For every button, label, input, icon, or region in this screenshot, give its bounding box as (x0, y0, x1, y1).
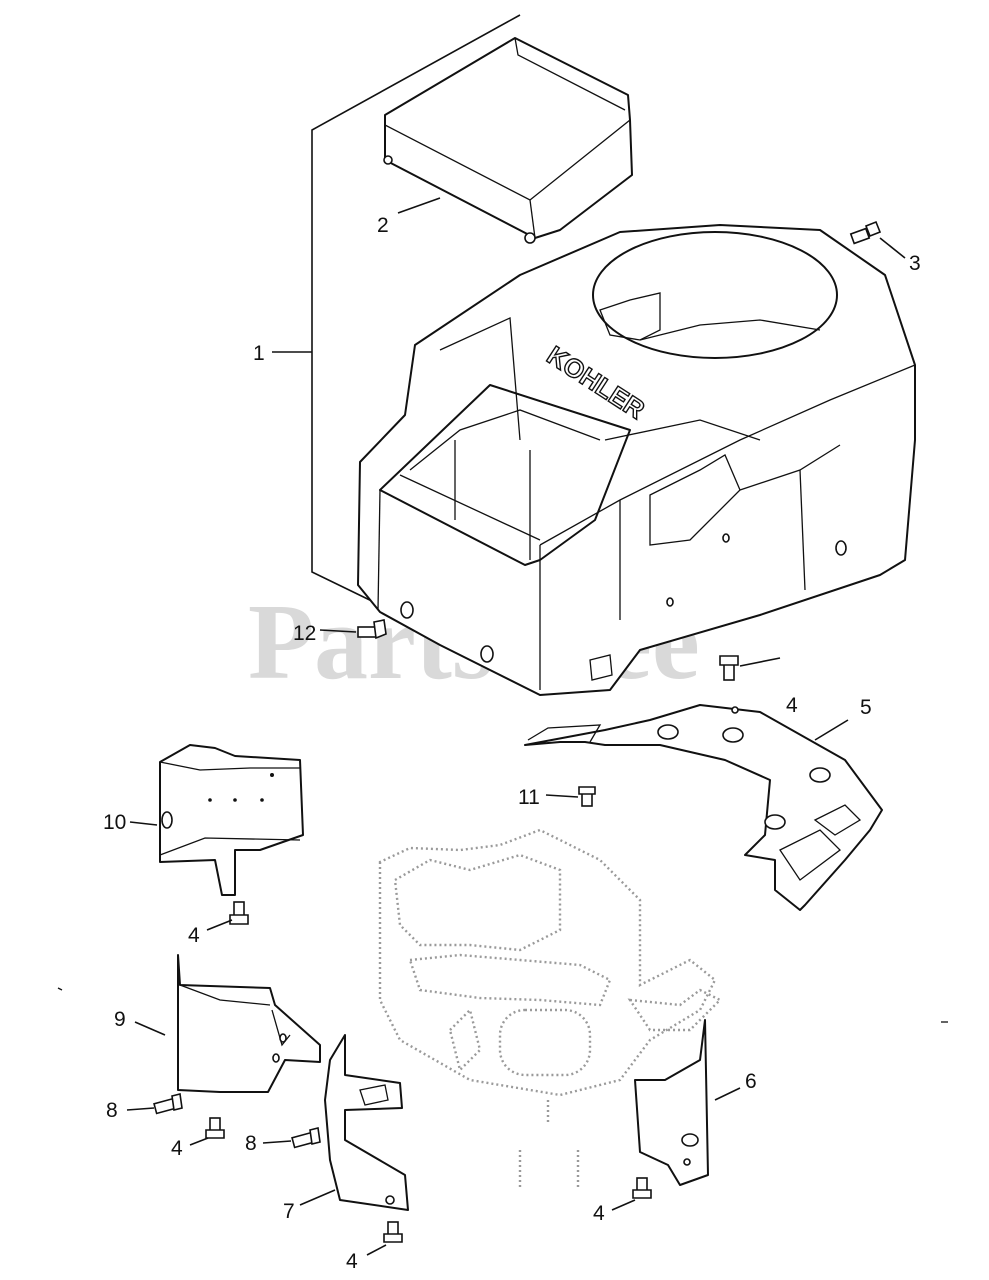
callout-8-left: 8 (106, 1099, 118, 1122)
bolt-12 (357, 619, 387, 640)
bolt-4-left-mid (205, 1117, 225, 1139)
bolt-8-left (153, 1093, 183, 1115)
bolt-4-left-top (229, 901, 249, 925)
callout-9: 9 (114, 1008, 126, 1031)
callout-1: 1 (253, 342, 265, 365)
callout-4-left-mid: 4 (171, 1137, 183, 1160)
callout-5: 5 (860, 696, 872, 719)
callout-2: 2 (377, 214, 389, 237)
callout-4-right: 4 (593, 1202, 605, 1225)
engine-outline (378, 828, 723, 1190)
part-6-bracket (634, 1019, 709, 1186)
callout-7: 7 (283, 1200, 295, 1223)
bolt-8-center (291, 1127, 321, 1149)
callout-3: 3 (909, 252, 921, 275)
bolt-11 (578, 786, 596, 807)
bolt-4-upper (719, 655, 739, 681)
callout-12: 12 (293, 622, 316, 645)
part-5-baffle (524, 704, 883, 911)
leader-lines (126, 197, 906, 1256)
hardware (153, 220, 882, 1243)
callout-8-center: 8 (245, 1132, 257, 1155)
bolt-4-bottom (383, 1221, 403, 1243)
assembly-bracket (311, 14, 521, 606)
bolt-4-right (632, 1177, 652, 1199)
part-7-bracket (324, 1034, 409, 1211)
part-10-shroud (159, 744, 304, 896)
callout-4-left-top: 4 (188, 924, 200, 947)
stray-mark (57, 987, 63, 991)
callout-4-upper: 4 (786, 694, 798, 717)
callout-6: 6 (745, 1070, 757, 1093)
callout-labels: 1 2 3 12 4 5 11 10 4 9 8 4 8 7 4 6 4 (103, 214, 921, 1273)
callout-10: 10 (103, 811, 126, 834)
part-1-blower-housing: KOHLER (357, 224, 916, 696)
part-9-shroud (177, 954, 321, 1093)
callout-4-bottom: 4 (346, 1250, 358, 1273)
part-2-cover (383, 37, 633, 244)
callout-11: 11 (518, 786, 540, 809)
bolt-3 (849, 220, 882, 245)
